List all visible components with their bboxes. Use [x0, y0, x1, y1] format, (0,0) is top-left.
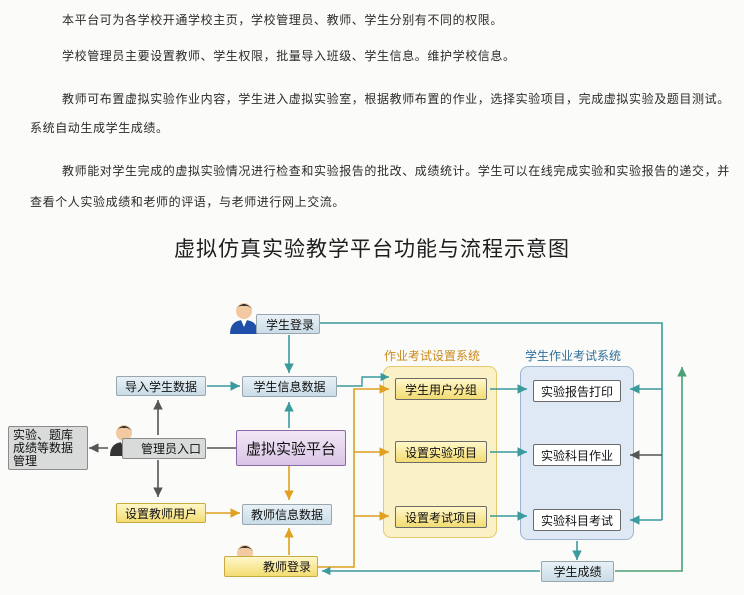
student-avatar-icon [230, 303, 258, 334]
intro-paragraph-4: 教师能对学生完成的虚拟实验情况进行检查和实验报告的批改、成绩统计。学生可以在线完… [62, 164, 730, 178]
grades-node: 学生成绩 [541, 561, 614, 582]
teacher-info-node: 教师信息数据 [242, 504, 332, 525]
group-node: 学生用户分组 [395, 378, 487, 400]
exam-node: 实验科目考试 [533, 509, 621, 531]
diagram-title: 虚拟仿真实验教学平台功能与流程示意图 [174, 237, 570, 261]
student-login-node: 学生登录 [256, 314, 320, 334]
data-maintenance-node: 实验、题库成绩等数据管理 [8, 426, 88, 470]
student-system-panel-label: 学生作业考试系统 [525, 349, 622, 363]
print-report-node: 实验报告打印 [533, 380, 621, 402]
intro-paragraph-2: 学校管理员主要设置教师、学生权限，批量导入班级、学生信息。维护学校信息。 [62, 49, 516, 63]
teacher-login-node: 教师登录 [224, 556, 318, 577]
homework-setup-panel-label: 作业考试设置系统 [384, 349, 481, 363]
set-exam-node: 设置考试项目 [395, 506, 487, 528]
set-project-node: 设置实验项目 [395, 441, 487, 463]
platform-node: 虚拟实验平台 [236, 430, 346, 466]
intro-paragraph-3: 教师可布置虚拟实验作业内容，学生进入虚拟实验室，根据教师布置的作业，选择实验项目… [62, 92, 730, 106]
admin-entry-node: 管理员入口 [122, 438, 206, 459]
student-info-node: 学生信息数据 [242, 376, 337, 397]
intro-paragraph-4-cont: 查看个人实验成绩和老师的评语，与老师进行网上交流。 [30, 195, 346, 209]
intro-paragraph-1: 本平台可为各学校开通学校主页，学校管理员、教师、学生分别有不同的权限。 [62, 13, 504, 27]
intro-paragraph-3-cont: 系统自动生成学生成绩。 [30, 121, 169, 135]
set-teacher-node: 设置教师用户 [116, 503, 206, 523]
import-students-node: 导入学生数据 [116, 376, 206, 396]
homework-node: 实验科目作业 [533, 444, 621, 466]
